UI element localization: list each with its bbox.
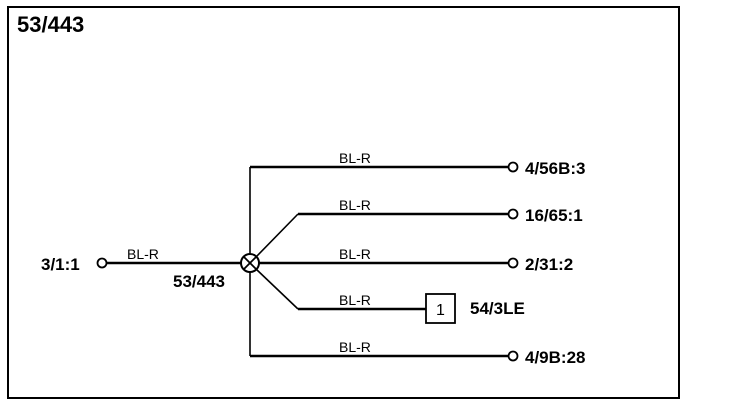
connector-label: 4/9B:28 [525, 348, 585, 367]
source-wire-label: BL-R [127, 246, 159, 262]
branch-diagonal [255, 268, 299, 310]
splice-cross-line [243, 256, 257, 270]
diagram-frame [7, 6, 680, 399]
splice-label: 53/443 [173, 272, 225, 291]
branch-wire-label: BL-R [339, 246, 371, 262]
source-connector-label: 3/1:1 [41, 255, 80, 274]
connector-pin[interactable] [507, 161, 519, 173]
source-connector-pin[interactable] [96, 257, 108, 269]
branch-wire-label: BL-R [339, 197, 371, 213]
connector-label: 4/56B:3 [525, 159, 585, 178]
component-label: 54/3LE [470, 299, 525, 318]
connector-pin[interactable] [507, 208, 519, 220]
branch-wire-label: BL-R [339, 292, 371, 308]
connector-pin[interactable] [507, 257, 519, 269]
component-box[interactable] [425, 293, 456, 324]
connector-pin[interactable] [507, 350, 519, 362]
component-box-number: 1 [436, 302, 445, 319]
connector-label: 16/65:1 [525, 206, 583, 225]
branch-wire-label: BL-R [339, 339, 371, 355]
diagram-title: 53/443 [17, 12, 85, 37]
branch-diagonal [255, 213, 299, 258]
connector-label: 2/31:2 [525, 255, 573, 274]
branch-wire-label: BL-R [339, 150, 371, 166]
